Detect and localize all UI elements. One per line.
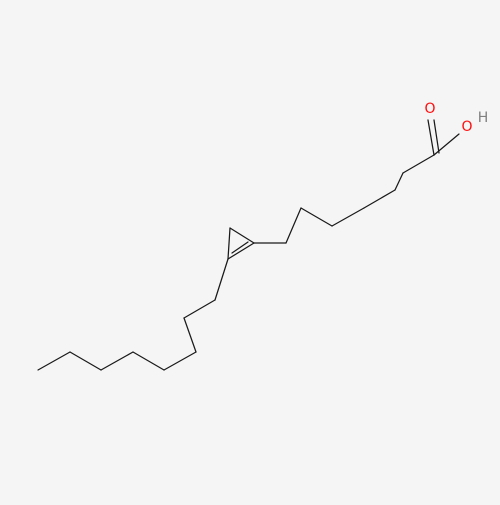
upper-chain-bond-6 bbox=[394, 172, 404, 191]
hydroxyl-oxygen-label: O bbox=[461, 119, 472, 135]
carbonyl-double-bond-outer bbox=[427, 119, 435, 156]
upper-chain-bond-4 bbox=[331, 207, 365, 227]
bond-group bbox=[37, 119, 460, 371]
cyclopropene-ring-bond-right bbox=[229, 227, 255, 244]
lower-chain-bond-1 bbox=[37, 351, 71, 371]
hydroxyl-bond bbox=[433, 133, 460, 156]
cyclopropene-double-bond-inner bbox=[231, 241, 249, 254]
lower-chain-bond-5 bbox=[163, 351, 197, 371]
lower-chain-bond-8 bbox=[214, 258, 229, 301]
carbonyl-oxygen-label: O bbox=[424, 101, 435, 117]
lower-chain-bond-2 bbox=[69, 351, 102, 371]
hydroxyl-hydrogen-label: H bbox=[478, 110, 489, 126]
lower-chain-bond-6 bbox=[183, 317, 197, 353]
upper-chain-bond-7 bbox=[402, 154, 435, 174]
lower-chain-bond-3 bbox=[100, 351, 134, 371]
cyclopropene-double-bond bbox=[227, 242, 255, 260]
carbonyl-double-bond-inner bbox=[433, 119, 440, 154]
upper-chain-bond-3 bbox=[300, 207, 333, 227]
lower-chain-bond-7 bbox=[183, 299, 216, 319]
atom-label-group: O O H bbox=[424, 101, 488, 135]
cyclopropene-ring-bond-left bbox=[227, 227, 231, 260]
lower-chain-bond-4 bbox=[132, 351, 165, 371]
upper-chain-bond-5 bbox=[363, 189, 396, 209]
upper-chain-bond-2 bbox=[285, 207, 302, 244]
